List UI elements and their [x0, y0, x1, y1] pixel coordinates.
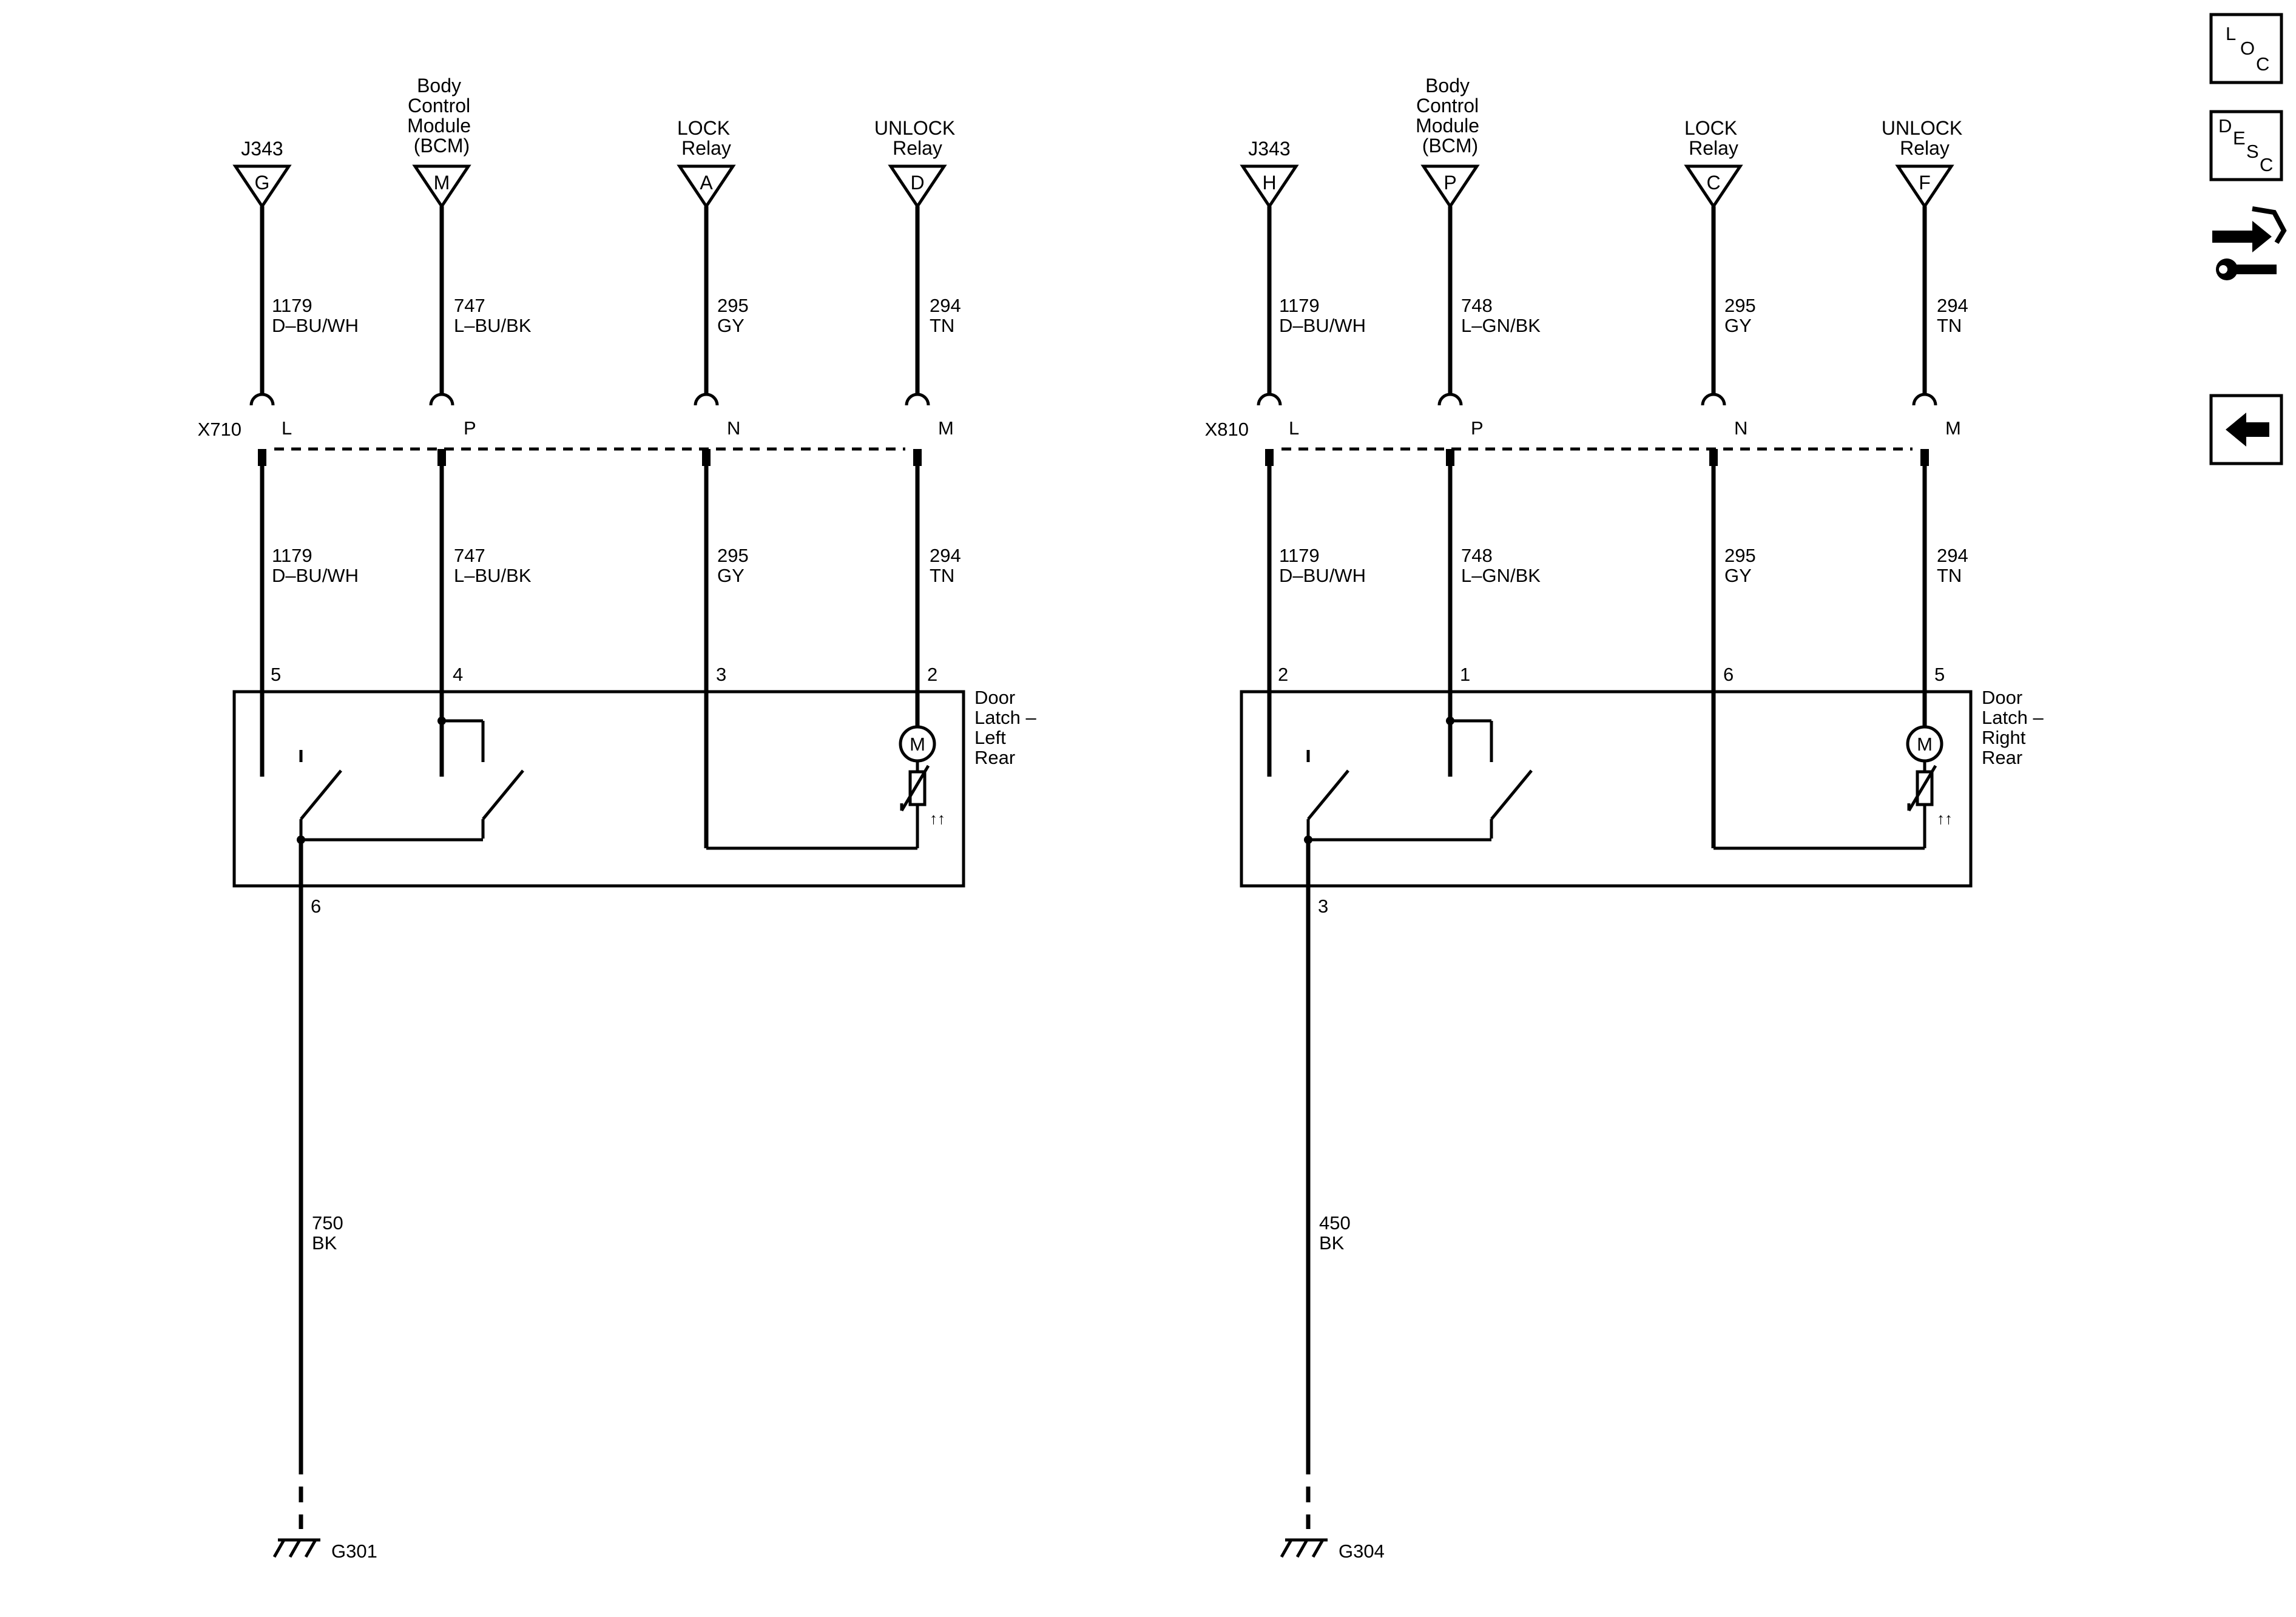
- right-circuit: J343 Body Control Module (BCM) LOCK Rela…: [1205, 75, 2048, 1562]
- dest-triangle-c[interactable]: C: [1684, 164, 1743, 209]
- component-pin-c1: 2: [1278, 664, 1288, 685]
- svg-text:C: C: [1706, 172, 1720, 194]
- inline-connector-x710[interactable]: X710 L P N M: [198, 393, 954, 466]
- svg-text:N: N: [727, 417, 740, 439]
- svg-text:L: L: [1289, 417, 1299, 439]
- svg-text:N: N: [1734, 417, 1747, 439]
- component-pin-ground: 3: [1318, 896, 1328, 917]
- component-name: Door Latch – Left Rear: [974, 687, 1041, 768]
- component-pin-ground: 6: [311, 896, 321, 917]
- svg-text:L: L: [282, 417, 292, 439]
- svg-text:P: P: [1471, 417, 1484, 439]
- svg-text:E: E: [2233, 127, 2246, 149]
- dest-triangle-g[interactable]: G: [232, 164, 292, 209]
- dest-label-j343: J343: [1248, 138, 1290, 160]
- svg-text:M: M: [1917, 734, 1933, 755]
- svg-text:A: A: [700, 172, 713, 194]
- component-pin-c4: 5: [1934, 664, 1945, 685]
- svg-text:C: C: [2260, 154, 2273, 175]
- svg-text:C: C: [2256, 53, 2269, 75]
- component-pin-c2: 4: [453, 664, 463, 685]
- component-pin-c3: 3: [716, 664, 726, 685]
- svg-text:S: S: [2246, 141, 2259, 162]
- ground-name: G304: [1339, 1541, 1385, 1562]
- inline-connector-x810[interactable]: X810 L P N M: [1205, 393, 1961, 466]
- dest-label-j343: J343: [241, 138, 283, 160]
- svg-text:P: P: [464, 417, 476, 439]
- dest-triangle-p[interactable]: P: [1420, 164, 1480, 209]
- svg-text:H: H: [1262, 172, 1276, 194]
- dest-triangle-h[interactable]: H: [1240, 164, 1299, 209]
- ground-symbol-icon: [1280, 1538, 1328, 1558]
- dest-triangle-f[interactable]: F: [1895, 164, 1954, 209]
- svg-text:D: D: [2218, 115, 2232, 137]
- dest-label-unlock-relay: UNLOCK Relay: [874, 117, 961, 159]
- dest-triangle-m[interactable]: M: [412, 164, 471, 209]
- dest-triangle-a[interactable]: A: [677, 164, 736, 209]
- component-pin-c1: 5: [271, 664, 281, 685]
- desc-button[interactable]: D E S C: [2209, 110, 2283, 181]
- connector-wrench-icon[interactable]: [2212, 206, 2287, 280]
- component-pin-c4: 2: [927, 664, 937, 685]
- dest-triangle-d[interactable]: D: [888, 164, 947, 209]
- svg-text:D: D: [910, 172, 924, 194]
- dest-label-lock-relay: LOCK Relay: [677, 117, 735, 159]
- svg-text:O: O: [2240, 38, 2255, 59]
- svg-text:L: L: [2226, 23, 2236, 44]
- svg-text:M: M: [434, 172, 450, 194]
- loc-button[interactable]: L O C: [2209, 13, 2283, 84]
- dest-label-bcm: Body Control Module (BCM): [407, 75, 476, 157]
- svg-text:P: P: [1443, 172, 1456, 194]
- dest-label-unlock-relay: UNLOCK Relay: [1882, 117, 1968, 159]
- svg-text:X710: X710: [198, 419, 241, 440]
- component-pin-c3: 6: [1723, 664, 1734, 685]
- component-pin-c2: 1: [1460, 664, 1470, 685]
- back-arrow-icon: [2226, 413, 2269, 447]
- dest-label-bcm: Body Control Module (BCM): [1416, 75, 1485, 157]
- dest-label-lock-relay: LOCK Relay: [1684, 117, 1743, 159]
- thermal-arrows-icon: ↑↑: [1937, 809, 1953, 828]
- svg-text:M: M: [910, 734, 925, 755]
- thermal-arrows-icon: ↑↑: [930, 809, 945, 828]
- left-circuit: J343 Body Control Module (BCM) LOCK Rela…: [198, 75, 1041, 1562]
- door-latch-left-rear[interactable]: Door Latch – Left Rear M: [232, 687, 1041, 888]
- svg-text:X810: X810: [1205, 419, 1249, 440]
- door-latch-right-rear[interactable]: Door Latch – Right Rear M ↑↑: [1240, 687, 2048, 888]
- ground-name: G301: [331, 1541, 377, 1562]
- back-button[interactable]: [2209, 394, 2283, 465]
- svg-text:M: M: [1945, 417, 1961, 439]
- svg-text:G: G: [255, 172, 270, 194]
- svg-text:M: M: [938, 417, 954, 439]
- ground-symbol-icon: [272, 1538, 320, 1558]
- svg-text:F: F: [1919, 172, 1931, 194]
- component-name: Door Latch – Right Rear: [1982, 687, 2048, 768]
